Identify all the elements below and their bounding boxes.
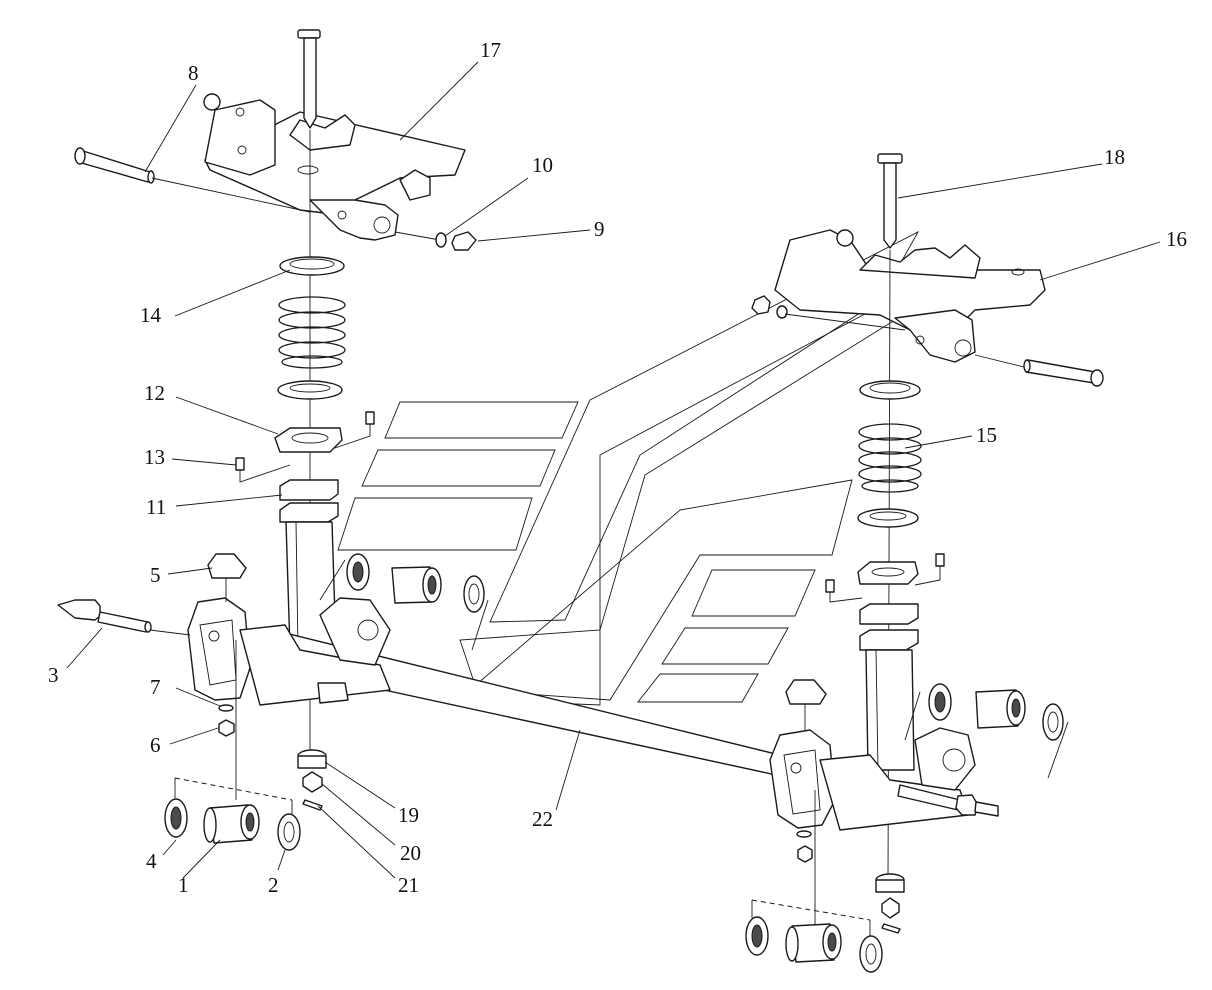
right-bushing-set bbox=[745, 899, 883, 973]
upper-left-bracket bbox=[203, 29, 466, 241]
callout-14: 14 bbox=[140, 303, 162, 327]
left-nut-6 bbox=[218, 719, 235, 737]
upper-left-bolt bbox=[74, 147, 441, 241]
right-axle-bolt bbox=[897, 784, 999, 817]
right-washer-7 bbox=[796, 830, 812, 838]
left-bushing-set bbox=[164, 777, 301, 851]
callout-15: 15 bbox=[976, 423, 997, 447]
callout-19: 19 bbox=[398, 803, 419, 827]
right-pads bbox=[859, 603, 919, 651]
right-strut-lower-parts bbox=[875, 873, 905, 934]
callout-4: 4 bbox=[146, 849, 157, 873]
callout-7: 7 bbox=[150, 675, 161, 699]
callout-16: 16 bbox=[1166, 227, 1187, 251]
left-pads bbox=[279, 479, 339, 523]
left-axle-bolt bbox=[57, 599, 191, 636]
upper-right-bolt bbox=[784, 313, 1104, 387]
callout-11: 11 bbox=[146, 495, 166, 519]
right-strut-tube bbox=[865, 649, 915, 771]
right-arm-bushings bbox=[904, 683, 1069, 779]
right-nut bbox=[751, 295, 771, 315]
callout-9: 9 bbox=[594, 217, 605, 241]
callout-22: 22 bbox=[532, 807, 553, 831]
callout-13: 13 bbox=[144, 445, 165, 469]
right-small-bolts bbox=[825, 553, 945, 603]
left-small-bolts bbox=[235, 411, 375, 483]
left-upper-spring-seat bbox=[279, 256, 345, 276]
right-washer bbox=[776, 305, 788, 319]
right-hub-bracket bbox=[769, 727, 976, 831]
callout-6: 6 bbox=[150, 733, 161, 757]
callout-12: 12 bbox=[144, 381, 165, 405]
right-lower-spring-seat bbox=[857, 508, 919, 528]
callout-1: 1 bbox=[178, 873, 189, 897]
callout-10: 10 bbox=[532, 153, 553, 177]
callout-3: 3 bbox=[48, 663, 59, 687]
callout-17: 17 bbox=[480, 38, 501, 62]
left-lower-spring-seat bbox=[277, 380, 343, 400]
right-upper-spring-seat bbox=[859, 380, 921, 400]
right-nut-6 bbox=[797, 845, 813, 863]
callout-labels: 1 2 3 4 5 6 7 8 9 10 11 12 13 14 15 16 1… bbox=[48, 38, 1187, 897]
left-coil-spring bbox=[278, 296, 346, 369]
cross-beam bbox=[249, 627, 801, 779]
left-arm-bushings bbox=[319, 553, 489, 651]
right-coil-spring bbox=[858, 423, 922, 493]
left-hub-bracket bbox=[187, 597, 391, 706]
left-bump-stop bbox=[207, 553, 247, 602]
callout-5: 5 bbox=[150, 563, 161, 587]
leader-lines bbox=[66, 61, 1161, 879]
callout-18: 18 bbox=[1104, 145, 1125, 169]
right-bump-stop bbox=[785, 679, 827, 730]
callout-21: 21 bbox=[398, 873, 419, 897]
left-mount-plate bbox=[274, 427, 343, 453]
left-nut bbox=[451, 231, 477, 251]
right-mount-plate bbox=[857, 561, 919, 585]
callout-8: 8 bbox=[188, 61, 199, 85]
callout-20: 20 bbox=[400, 841, 421, 865]
upper-right-bracket bbox=[774, 153, 1046, 363]
callout-2: 2 bbox=[268, 873, 279, 897]
left-strut-lower-parts bbox=[297, 749, 327, 811]
left-washer bbox=[435, 232, 447, 248]
left-washer-7 bbox=[218, 704, 234, 712]
